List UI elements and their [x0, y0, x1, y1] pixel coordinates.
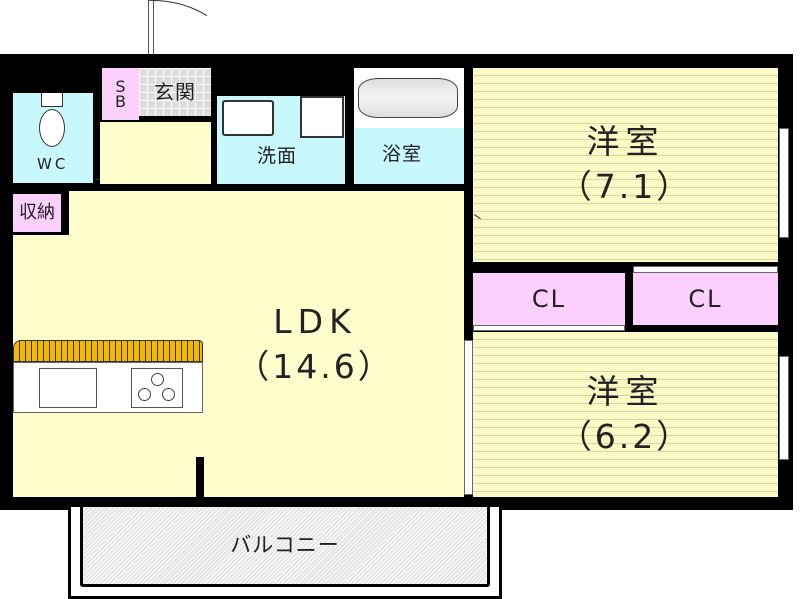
window-western-2[interactable] [779, 356, 789, 460]
room-label-closet-1: CL [531, 284, 567, 313]
room-size-western-1: （7.1） [558, 167, 693, 206]
room-bathroom: 浴室 [354, 68, 464, 184]
closet-2-doors[interactable] [633, 266, 778, 273]
counter-bar [13, 340, 203, 362]
kitchen-sink-icon [39, 368, 97, 408]
room-closet-2: CL [633, 273, 778, 325]
kitchen-counter [13, 340, 203, 413]
room-size-ldk: （14.6） [236, 347, 394, 386]
ldk-wall-stub [196, 457, 204, 497]
entrance-door[interactable] [148, 0, 208, 62]
ldk-label-group: LDK （14.6） [220, 295, 410, 395]
room-label-ldk: LDK [273, 302, 357, 342]
room-entrance: 玄関 [139, 68, 211, 116]
room-western-1: 洋室 （7.1） [473, 68, 778, 262]
sb-label-s: S [115, 77, 126, 96]
room-closet-1: CL [473, 273, 625, 325]
room-label-western-2: 洋室 [586, 371, 665, 411]
closet-1-doors[interactable] [473, 325, 625, 331]
hallway [100, 122, 211, 184]
room-wc: WC [13, 93, 93, 183]
window-western-1[interactable] [779, 128, 789, 238]
western-2-sliding-door[interactable] [464, 340, 473, 495]
room-label-wc: WC [37, 155, 69, 173]
room-label-washroom: 洗面 [257, 145, 298, 167]
room-balcony: バルコニー [80, 507, 490, 587]
room-shoe-box: S B [102, 68, 139, 120]
sb-label-b: B [115, 92, 126, 111]
room-label-closet-2: CL [688, 284, 723, 313]
room-western-2: 洋室 （6.2） [473, 332, 778, 497]
room-storage: 収納 [13, 194, 61, 232]
room-label-western-1: 洋室 [586, 122, 665, 162]
sink-icon [222, 100, 274, 136]
room-label-entrance: 玄関 [154, 79, 196, 104]
stove-icon [131, 368, 183, 408]
room-label-storage: 収納 [19, 201, 55, 223]
room-size-western-2: （6.2） [558, 416, 693, 456]
toilet-icon [39, 93, 65, 151]
room-label-bathroom: 浴室 [382, 143, 423, 165]
room-washroom: 洗面 [217, 96, 345, 184]
washing-machine-icon [300, 96, 344, 138]
room-label-balcony: バルコニー [230, 533, 340, 558]
